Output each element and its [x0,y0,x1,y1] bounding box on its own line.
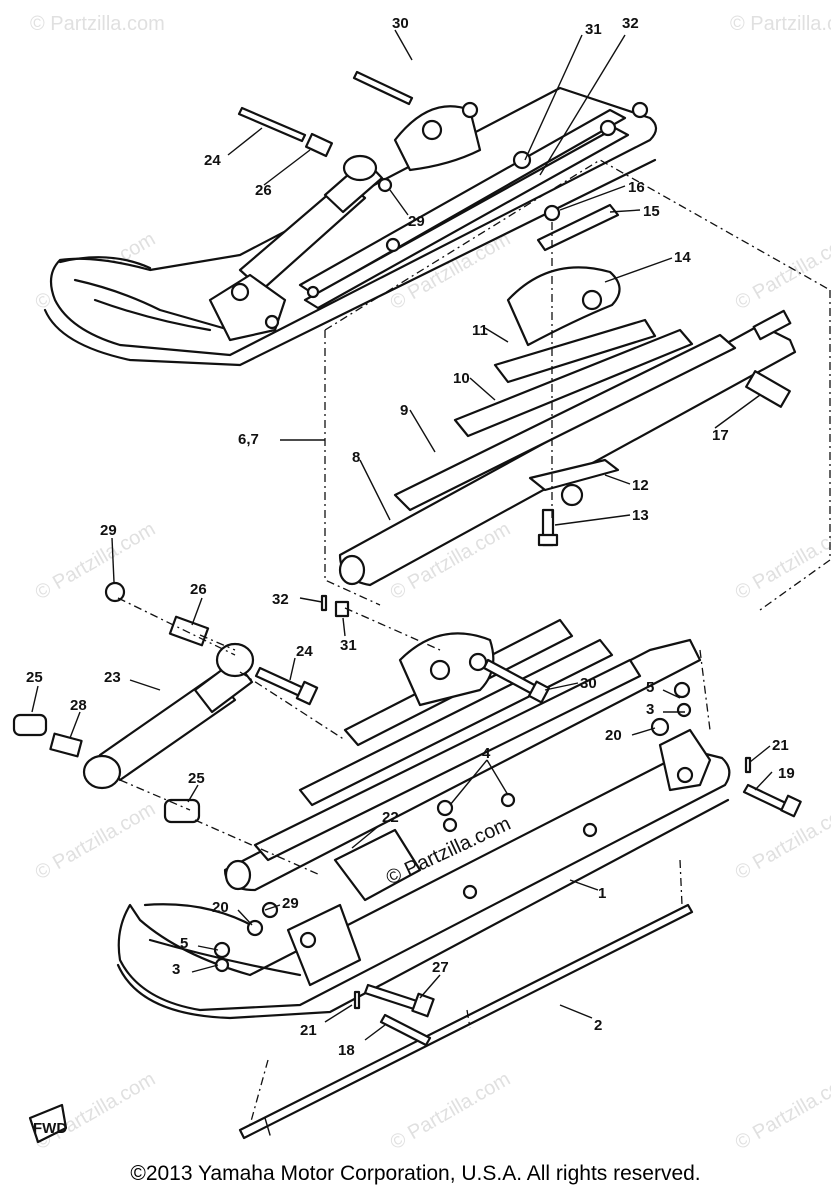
callout-12: 12 [632,477,649,494]
bolt-24-top [237,106,307,143]
ski-nut-rear [306,285,320,299]
callout-3: 3 [172,961,180,978]
callout-27: 27 [432,959,449,976]
callout-24: 24 [296,643,313,660]
callout-24: 24 [204,152,221,169]
callout-22: 22 [382,809,399,826]
callout-29: 29 [282,895,299,912]
leaf-spring-exploded [338,203,797,587]
watermark: © Partzilla.com [732,518,831,604]
watermark: © Partzilla.com [732,1068,831,1154]
leader-lines [31,29,773,1041]
callout-31: 31 [340,637,357,654]
front-bolt [599,119,617,137]
bolt-30-top [352,70,414,106]
callout-11: 11 [472,322,488,339]
callout-23: 23 [104,669,121,686]
bracket-bolt [230,282,250,302]
callout-21: 21 [772,737,789,754]
collar-26-top [304,132,334,158]
front-cap [631,101,649,119]
watermark: © Partzilla.com [732,228,831,314]
copyright-notice: ©2013 Yamaha Motor Corporation, U.S.A. A… [130,1162,701,1185]
callout-25: 25 [26,669,43,686]
callout-13: 13 [632,507,649,524]
callout-20: 20 [605,727,622,744]
fwd-label: FWD [33,1120,67,1137]
callout-20: 20 [212,899,229,916]
callout-32: 32 [622,15,639,32]
watermark: © Partzilla.com [30,13,165,35]
watermark: © Partzilla.com [387,1068,515,1154]
callout-29: 29 [100,522,117,539]
callout-8: 8 [352,449,360,466]
callout-5: 5 [646,679,654,696]
front-nut [512,150,532,170]
callout-2: 2 [594,1017,602,1034]
shock-eye-top [342,154,378,182]
watermark: © Partzilla.com [730,13,831,35]
shock-exploded [12,581,350,824]
watermark: © Partzilla.com [32,798,160,884]
callout-17: 17 [712,427,729,444]
callout-19: 19 [778,765,795,782]
callout-18: 18 [338,1042,355,1059]
callout-30: 30 [580,675,597,692]
explode-box [324,159,831,611]
callout-labels: 30 31 32 24 26 29 16 15 14 11 10 9 8 6,7… [26,15,795,1059]
callout-15: 15 [643,203,660,220]
callout-4: 4 [482,745,491,762]
callout-3: 3 [646,701,654,718]
callout-25: 25 [188,770,205,787]
saddle-bolt [421,119,443,141]
saddle-nut [461,101,479,119]
callout-5: 5 [180,935,188,952]
watermark: © Partzilla.com [32,518,160,604]
callout-21: 21 [300,1022,317,1039]
bracket-nut [264,314,280,330]
fwd-arrow: FWD [28,1103,67,1144]
shock-nut [377,177,393,193]
callout-32: 32 [272,591,289,608]
callout-29: 29 [408,213,425,230]
assembled-ski-top [43,70,658,367]
callout-30: 30 [392,15,409,32]
callout-1: 1 [598,885,606,902]
callout-26: 26 [190,581,207,598]
callout-6-7: 6,7 [238,431,259,448]
ski-nut [385,237,401,253]
callout-14: 14 [674,249,691,266]
callout-10: 10 [453,370,470,387]
callout-9: 9 [400,402,408,419]
callout-26: 26 [255,182,272,199]
assembled-ski-bottom [116,597,802,1140]
callout-31: 31 [585,21,602,38]
callout-16: 16 [628,179,645,196]
callout-28: 28 [70,697,87,714]
